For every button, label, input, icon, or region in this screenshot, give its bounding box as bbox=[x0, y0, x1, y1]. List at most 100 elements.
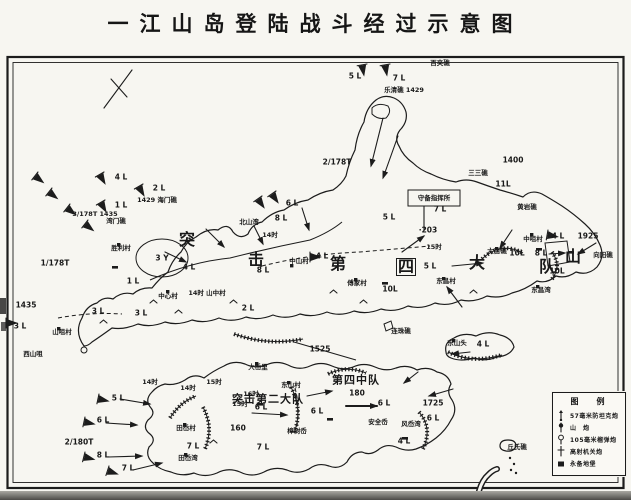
map-label: 4 L bbox=[476, 339, 490, 349]
gun-position-markers bbox=[112, 248, 574, 440]
reef-mark bbox=[383, 320, 394, 332]
legend-item-label: 57毫米防坦克炮 bbox=[570, 412, 619, 420]
map-label: 百夹礁 bbox=[430, 58, 450, 67]
command-post-box bbox=[407, 189, 461, 207]
map-label: 风岙湾 bbox=[401, 419, 421, 428]
map-label: 黄岩礁 bbox=[517, 202, 537, 211]
map-label: 160 bbox=[230, 423, 246, 433]
page-title: 一江山岛登陆战斗经过示意图 bbox=[107, 12, 524, 36]
east-fort-box bbox=[544, 240, 571, 267]
map-label: 3 L bbox=[134, 308, 148, 318]
map-label: 10L bbox=[509, 248, 525, 258]
map-label: 队 bbox=[538, 257, 556, 276]
legend-item: 57毫米防坦克炮 bbox=[556, 409, 622, 421]
map-label: 5 L bbox=[111, 393, 125, 403]
map-label: 1725 bbox=[422, 398, 444, 408]
legend-item-label: 永备地堡 bbox=[570, 460, 597, 468]
map-label: 7 L bbox=[392, 73, 406, 83]
mountain-gun-icon bbox=[558, 421, 564, 433]
assembly-area-ellipse bbox=[135, 238, 189, 278]
map-label: 7 L bbox=[433, 204, 447, 214]
map-label: 2 L bbox=[241, 303, 255, 313]
map-label: 7 L bbox=[186, 441, 200, 451]
map-label: 中心村 bbox=[158, 291, 178, 300]
legend-item-label: 高射机关炮 bbox=[570, 448, 603, 456]
map-label: 大 bbox=[468, 253, 486, 272]
map-label: 山咀村 bbox=[52, 327, 72, 336]
map-label: 4 L bbox=[315, 251, 329, 261]
map-label: 六亩礁 bbox=[487, 246, 507, 255]
map-label: 10L bbox=[382, 284, 398, 294]
map-label: 东山头 bbox=[447, 338, 467, 347]
map-label: 1 L bbox=[126, 276, 140, 286]
map-label: 四 bbox=[395, 257, 417, 276]
bunker-icon bbox=[558, 461, 564, 466]
map-label: 第四中队 bbox=[332, 373, 380, 387]
legend-box: 图 例 57毫米防坦克炮 山 炮 105毫米榴弹炮 高射机关炮 bbox=[552, 392, 626, 476]
map-label: 5 L bbox=[382, 212, 396, 222]
x-mark bbox=[103, 69, 133, 109]
map-label: 丘氏礁 bbox=[507, 442, 527, 451]
map-label: 突 bbox=[178, 230, 196, 249]
map-label: 180 bbox=[349, 388, 365, 398]
legend-item-label: 105毫米榴弹炮 bbox=[570, 436, 617, 444]
assault-arrows bbox=[105, 117, 597, 471]
map-label: 7 L bbox=[256, 442, 270, 452]
map-label: 15时 bbox=[426, 242, 442, 251]
map-label: 东山村 bbox=[281, 380, 301, 389]
legend-item: 永备地堡 bbox=[556, 457, 622, 469]
map-label: 1925 bbox=[577, 231, 599, 241]
map-label: 东昌湾 bbox=[531, 285, 551, 294]
map-label: 4 L bbox=[551, 231, 565, 241]
map-label: 15时 bbox=[232, 399, 248, 408]
photo-edge-shadow bbox=[0, 491, 631, 500]
islets bbox=[293, 320, 518, 494]
map-label: 1/178T bbox=[40, 258, 70, 268]
map-label: 中山村 bbox=[289, 256, 309, 265]
map-label: 7 L bbox=[121, 463, 135, 473]
legend-item-label: 山 炮 bbox=[570, 424, 590, 432]
map-label: 西山咀 bbox=[23, 349, 43, 358]
map-label: 中咀村 bbox=[523, 234, 543, 243]
map-label: 安全岙 bbox=[368, 417, 388, 426]
map-label: 6 L bbox=[254, 402, 268, 412]
map-label: 4 L bbox=[182, 262, 196, 272]
map-label: 1 L bbox=[114, 200, 128, 210]
map-label: 5 L bbox=[348, 71, 362, 81]
map-label: 2/178T bbox=[322, 157, 352, 167]
map-label: 14时 山中村 bbox=[188, 288, 226, 297]
map-label: 8 L bbox=[274, 213, 288, 223]
map-label: 8 L bbox=[256, 265, 270, 275]
map-label: 3 Y bbox=[155, 253, 169, 263]
map-label: 6 L bbox=[377, 398, 391, 408]
map-label: 1435 bbox=[15, 300, 37, 310]
map-label: 三三礁 bbox=[468, 168, 488, 177]
map-label: 守备指挥所 bbox=[417, 193, 451, 202]
map-label: 东昌村 bbox=[436, 276, 456, 285]
map-label: 10L bbox=[549, 266, 565, 276]
map-label: 突击第二大队 bbox=[232, 392, 304, 406]
map-label: 2 L bbox=[152, 183, 166, 193]
frame-border bbox=[0, 55, 625, 490]
map-label: 山 bbox=[564, 247, 582, 266]
map-label: 11L bbox=[495, 179, 511, 189]
legend-item: 高射机关炮 bbox=[556, 445, 622, 457]
map-label: 胜利村 bbox=[111, 243, 131, 252]
map-label: 向阳礁 bbox=[593, 250, 613, 259]
map-label: ·203 bbox=[418, 225, 438, 235]
map-label: 14时 bbox=[180, 383, 196, 392]
howitzer-icon bbox=[558, 434, 564, 445]
map-label: 3 L bbox=[91, 306, 105, 316]
map-label: 6 L bbox=[96, 415, 110, 425]
map-label: 北山湾 bbox=[239, 217, 259, 226]
legend-title: 图 例 bbox=[570, 397, 610, 406]
map-label: 傅家村 bbox=[347, 278, 367, 287]
map-label: 15时 bbox=[206, 377, 222, 386]
map-label: 樟树岙 bbox=[287, 426, 307, 435]
anti-tank-gun-icon bbox=[559, 409, 563, 421]
map-label: 3/178T 1435 bbox=[72, 209, 118, 218]
map-label: 田岙村 bbox=[176, 423, 196, 432]
south-island-coastline bbox=[144, 361, 456, 477]
map-label: 乐清礁 1429 bbox=[384, 85, 424, 94]
